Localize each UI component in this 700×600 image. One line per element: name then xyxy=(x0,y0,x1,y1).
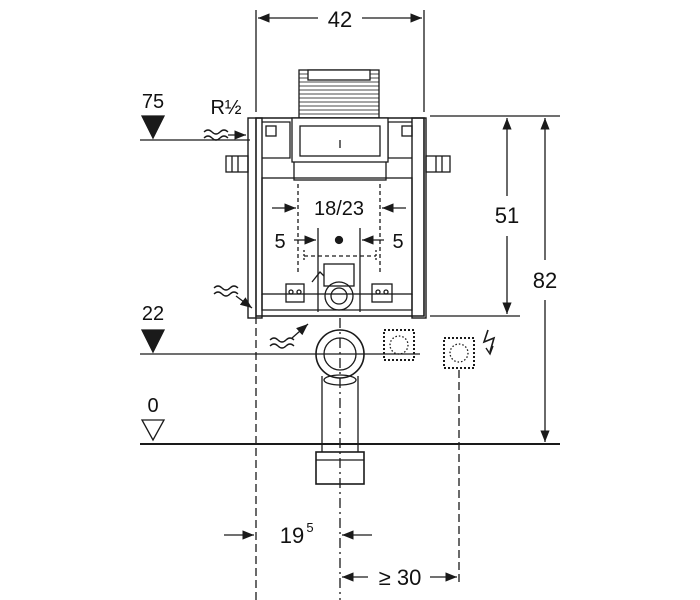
label-min-distance: ≥ 30 xyxy=(379,565,422,590)
label-offset-left: 5 xyxy=(274,231,285,253)
fixing-lug-right xyxy=(425,155,451,173)
level-75-marker xyxy=(140,115,250,141)
water-inlet-icon xyxy=(203,129,246,141)
valve-left xyxy=(285,283,305,303)
label-level-0: 0 xyxy=(147,395,158,417)
label-offset-right: 5 xyxy=(392,231,403,253)
dim-height-82 xyxy=(520,115,560,442)
label-axis-offset: 19 xyxy=(280,523,304,548)
label-inlet: R½ xyxy=(210,97,241,119)
water-inlet-lower-icon xyxy=(213,285,253,309)
actuator-plate xyxy=(291,69,389,163)
flush-valve xyxy=(311,263,355,311)
electric-symbol xyxy=(482,329,496,356)
dim-top-width xyxy=(255,10,425,112)
drain-pipe xyxy=(315,318,365,600)
electrical-box-right xyxy=(443,337,475,586)
valve-right xyxy=(371,283,393,303)
label-frame-inner: 18/23 xyxy=(314,198,364,220)
dim-offsets xyxy=(294,228,384,312)
label-top-width: 42 xyxy=(328,7,352,32)
dim-height-51 xyxy=(430,115,520,317)
label-level-22: 22 xyxy=(142,303,164,325)
label-height-82: 82 xyxy=(533,268,557,293)
dim-frame-inner xyxy=(272,184,406,272)
label-level-75: 75 xyxy=(142,91,164,113)
label-axis-offset-sup: 5 xyxy=(306,520,313,535)
electrical-box-left xyxy=(383,329,415,361)
fixing-lug-left xyxy=(225,155,249,173)
level-0-marker xyxy=(140,419,166,442)
water-supply-icon xyxy=(269,323,309,349)
label-height-51: 51 xyxy=(495,203,519,228)
level-22-marker xyxy=(140,329,420,355)
